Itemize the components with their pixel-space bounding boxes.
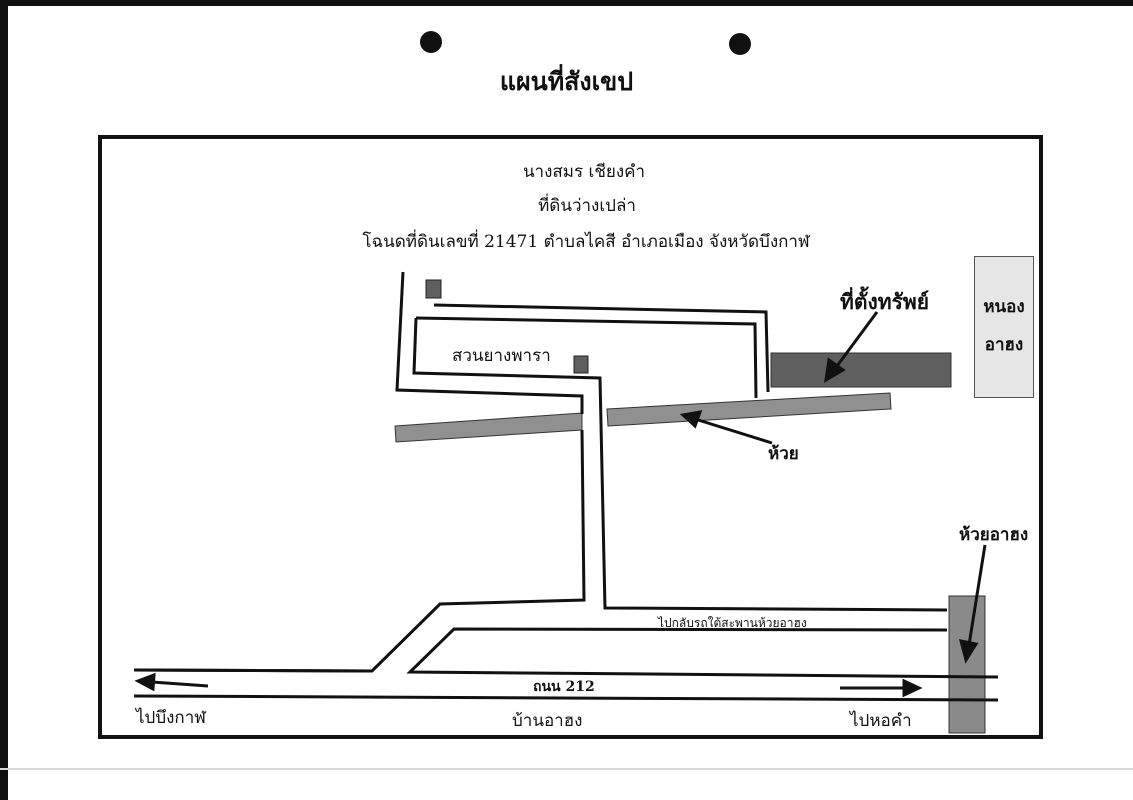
road-label: ถนน 212 <box>533 679 595 695</box>
building-north <box>425 279 442 299</box>
deed-info: โฉนดที่ดินเลขที่ 21471 ตำบลไคสี อำเภอเมื… <box>362 232 810 252</box>
arrow-to-bueng-kan <box>151 680 209 688</box>
arrow-property-head <box>824 357 846 383</box>
village-label: บ้านอาฮง <box>512 711 583 731</box>
highway-212-north <box>133 668 373 673</box>
arrow-to-ho-kham-head <box>902 678 923 698</box>
property-label: ที่ตั้งทรัพย์ <box>840 289 930 314</box>
road-edge-outer <box>395 271 584 414</box>
swamp-label-line2: อาฮง <box>984 335 1024 355</box>
creek-segment-right <box>606 392 892 427</box>
highway-212-south <box>133 694 999 702</box>
page-edge-left <box>0 0 8 800</box>
map-frame <box>98 135 1043 739</box>
property-block <box>770 352 952 388</box>
owner-name: นางสมร เชียงคำ <box>522 162 646 182</box>
page-edge-bottom <box>0 768 1133 770</box>
map-title: แผนที่สังเขป <box>499 67 634 96</box>
creek-label: ห้วย <box>768 444 799 464</box>
land-type: ที่ดินว่างเปล่า <box>538 196 636 216</box>
building-garden <box>573 355 589 374</box>
road-edge-inner <box>415 316 758 399</box>
creek-ahong-label: ห้วยอาฮง <box>959 525 1029 545</box>
road-edge-garden <box>412 317 948 612</box>
creek-segment-left <box>394 412 583 443</box>
punch-hole-right <box>729 33 751 55</box>
punch-hole-left <box>420 31 442 53</box>
creek-ahong <box>948 595 986 734</box>
access-road-east <box>406 627 999 679</box>
arrow-creek-head <box>679 410 703 429</box>
arrow-property <box>835 311 879 367</box>
arrow-creek-ahong <box>967 544 987 646</box>
to-bueng-kan-label: ไปบึงกาฬ <box>136 708 206 728</box>
arrow-creek <box>694 417 773 445</box>
page-edge-top <box>0 0 1133 6</box>
rubber-garden-label: สวนยางพารา <box>452 346 551 366</box>
arrow-creek-ahong-head <box>958 639 979 664</box>
road-edge-inner-top <box>433 303 770 393</box>
swamp-ahong <box>974 256 1034 398</box>
to-ho-kham-label: ไปหอคำ <box>850 711 912 731</box>
access-road-west <box>133 429 586 673</box>
swamp-label-line1: หนอง <box>983 297 1025 317</box>
u-turn-label: ไปกลับรถใต้สะพานห้วยอาฮง <box>658 616 807 630</box>
arrow-to-bueng-kan-head <box>134 672 156 692</box>
